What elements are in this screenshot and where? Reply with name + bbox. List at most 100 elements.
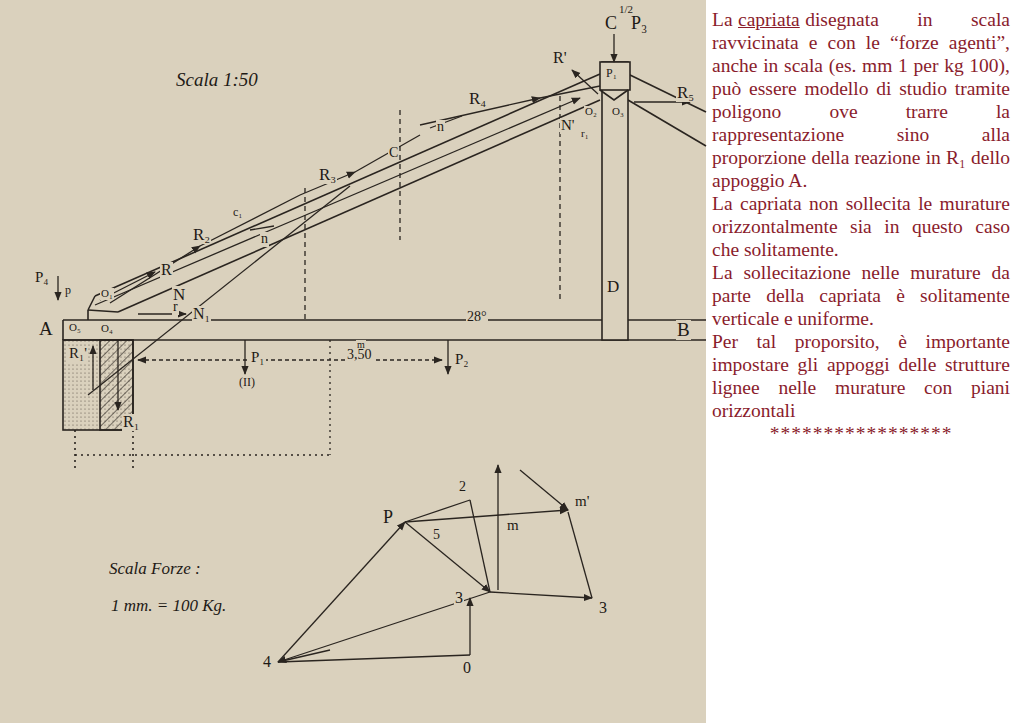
force-polygon — [278, 465, 592, 662]
note-text: La capriata non sollecita le murature or… — [712, 193, 1010, 260]
drawing-stroke — [405, 510, 568, 522]
drawing-label: 3 — [454, 590, 464, 607]
drawing-label: 3 — [598, 600, 608, 617]
drawing-stroke — [244, 340, 245, 374]
drawing-stroke — [75, 454, 330, 455]
drawing-label: R₅ — [676, 84, 695, 102]
note-paragraph: Lacapriatadisegnata in scala ravvicinata… — [712, 8, 1010, 192]
drawing-label: R₁' — [68, 346, 88, 362]
drawing-label: R — [160, 262, 173, 279]
drawing-label: P — [382, 508, 394, 527]
drawing-label: C — [388, 146, 399, 161]
drawing-label: P₄ — [34, 270, 50, 286]
drawing-label: B — [676, 320, 691, 340]
drawing-stroke — [95, 74, 600, 296]
drawing-label: 0 — [462, 660, 472, 677]
drawing-label: Scala 1:50 — [175, 70, 259, 90]
drawing-label: p — [64, 284, 72, 297]
note-text: Per tal proporsito, è importante imposta… — [712, 331, 1010, 421]
drawing-label: Scala Forze : — [108, 560, 202, 578]
drawing-stroke — [88, 296, 95, 310]
drawing-stroke — [132, 430, 134, 470]
drawing-stroke — [278, 655, 470, 662]
drawing-label: r₁ — [580, 128, 590, 140]
drawing-stroke — [57, 276, 58, 300]
drawing-stroke — [520, 470, 568, 510]
drawing-stroke — [88, 310, 118, 312]
drawing-stroke — [600, 90, 628, 100]
note-text: La sollecitazione nelle murature da part… — [712, 262, 1010, 329]
note-text: ***************** — [770, 423, 953, 444]
drawing-label: O₃ — [611, 106, 625, 118]
drawing-stroke — [447, 340, 448, 374]
drawing-label: m — [506, 518, 520, 534]
drawing-label: P₃ — [630, 14, 648, 33]
note-paragraph: La sollecitazione nelle murature da part… — [712, 261, 1010, 330]
drawing-stroke — [95, 98, 580, 305]
drawing-label: D — [606, 278, 620, 296]
drawing-label: N₁ — [192, 306, 211, 323]
drawing-label: P₁ — [250, 350, 266, 366]
drawing-stroke — [602, 62, 628, 340]
drawing-label: 28° — [466, 310, 488, 325]
drawing-label: P₁ — [605, 67, 618, 80]
drawing-label: 3,50 — [346, 348, 373, 363]
drawing-label: 2 — [458, 480, 467, 495]
drawing-stroke — [138, 359, 442, 360]
drawing-stroke — [117, 340, 118, 410]
drawing-label: O₂ — [584, 106, 598, 118]
label-layer: Scala 1:50C1/2P₃R'P₁R₄R₅N'O₂O₃r₁R₃CnR₂nc… — [0, 0, 706, 723]
drawing-label: m' — [574, 494, 590, 510]
drawing-label: r — [172, 300, 179, 315]
drawing-label: R₃ — [318, 166, 337, 184]
drawing-label: 5 — [432, 528, 441, 543]
force-lines — [58, 34, 690, 455]
paper-ground — [0, 0, 706, 723]
drawing-label: A — [38, 319, 54, 339]
drawing-stroke — [100, 272, 155, 300]
drawing-stroke — [62, 320, 64, 340]
drawing-label: R' — [552, 50, 568, 67]
drawing-stroke — [405, 500, 470, 522]
truss-structure — [63, 62, 706, 470]
drawing-stroke — [490, 592, 592, 598]
drawing-label: n — [436, 120, 445, 135]
note-paragraph: ***************** — [712, 422, 1010, 445]
drawing-stroke — [497, 465, 498, 590]
drawing-stroke — [87, 310, 89, 320]
note-text: disegnata in scala ravvicinata e con le … — [712, 9, 1010, 191]
drawing-stroke — [74, 430, 76, 470]
drawing-stroke — [329, 340, 330, 455]
drawing-label: C — [604, 14, 618, 33]
drawing-stroke — [430, 116, 462, 128]
drawing-label: n — [260, 232, 269, 247]
drawing-label: 4 — [262, 654, 272, 671]
note-text: La — [712, 9, 733, 30]
drawing-stroke — [118, 100, 600, 312]
drawing-stroke — [278, 650, 330, 662]
drawing-label: O₁ — [100, 288, 114, 300]
drawing-label: 1 mm. = 100 Kg. — [110, 597, 227, 615]
drawing-label: O₄ — [100, 323, 114, 335]
drawing-label: R₂ — [192, 226, 211, 244]
drawing-label: c₁ — [232, 206, 244, 219]
drawing-stroke — [628, 100, 706, 146]
drawing-stroke — [110, 246, 200, 303]
note-paragraph: La capriata non sollecita le murature or… — [712, 192, 1010, 261]
note-column: Lacapriatadisegnata in scala ravvicinata… — [712, 8, 1010, 445]
drawing-label: R₄ — [468, 90, 487, 108]
drawing-stroke — [469, 598, 470, 655]
drawing-stroke — [304, 188, 305, 320]
drawing-stroke — [138, 313, 186, 314]
drawing-stroke — [613, 34, 614, 62]
drawing-stroke — [600, 62, 630, 90]
drawing-stroke — [92, 346, 93, 390]
drawing-stroke — [88, 186, 350, 395]
drawing-label: N' — [560, 118, 576, 134]
drawing-stroke — [355, 135, 420, 172]
drawing-label: R₁ — [122, 414, 140, 431]
drawing-stroke — [250, 226, 274, 230]
drawing-stroke — [399, 110, 400, 240]
drawing-stroke — [568, 512, 592, 598]
